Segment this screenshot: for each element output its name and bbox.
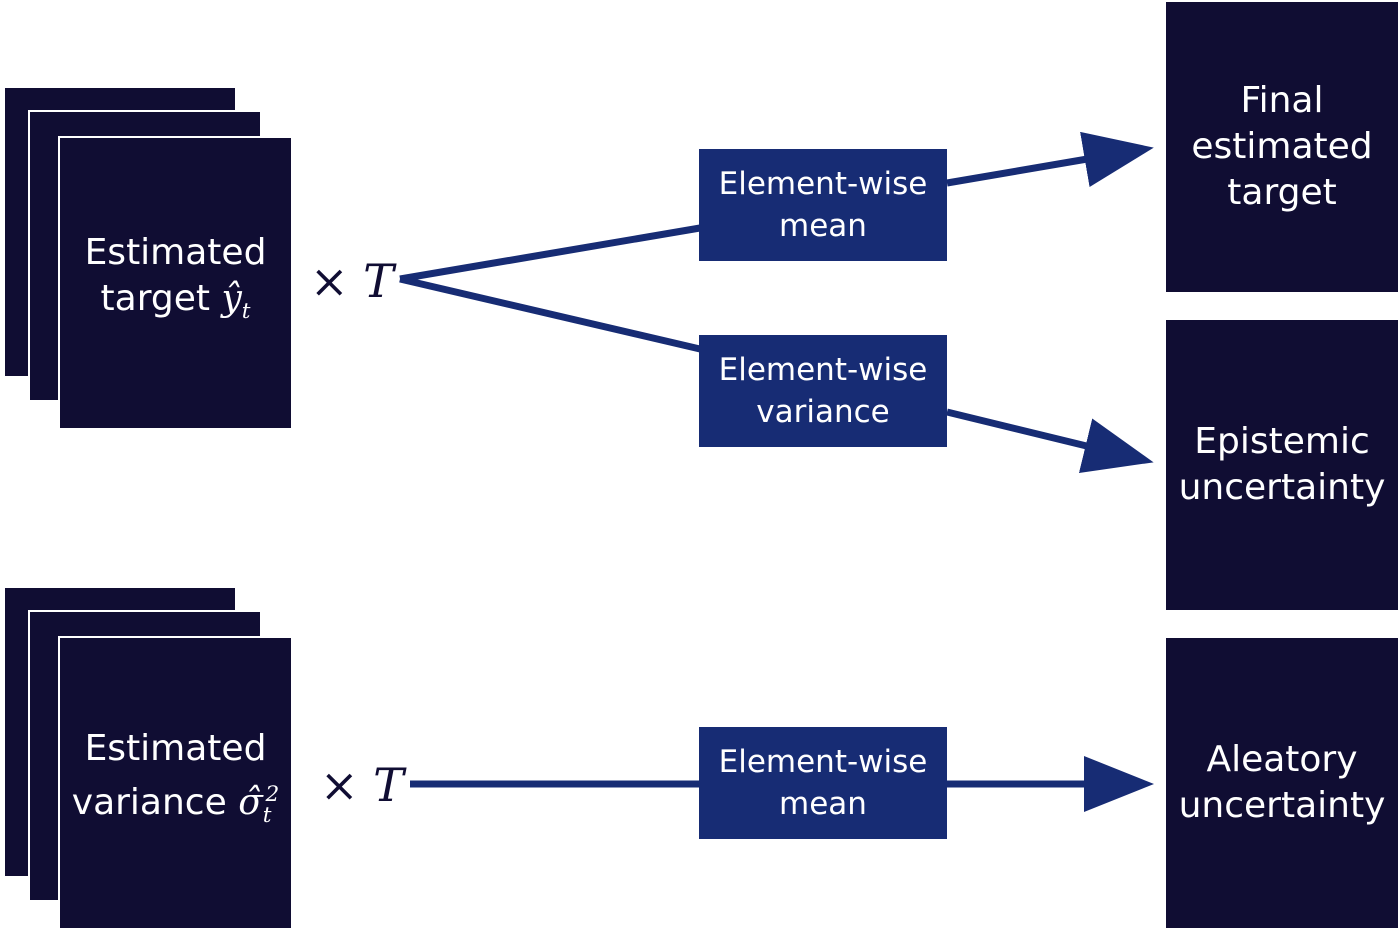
op-line1: Element-wise xyxy=(718,744,928,780)
aleatory-uncertainty-box: Aleatory uncertainty xyxy=(1166,638,1398,928)
target-multiplier: × T xyxy=(310,254,394,308)
estimated-target-label: Estimated target ŷt xyxy=(84,232,267,325)
arrow-target-to-variance xyxy=(399,275,701,353)
op-line1: Element-wise xyxy=(718,352,928,388)
element-wise-mean-bottom-box: Element-wise mean xyxy=(699,727,947,839)
variance-multiplier: × T xyxy=(320,758,404,812)
target-stack-card-front: Estimated target ŷt xyxy=(58,136,291,428)
arrow-target-to-mean xyxy=(399,224,701,283)
out-line1: Aleatory xyxy=(1206,739,1358,780)
out-line2: uncertainty xyxy=(1178,785,1386,826)
arrow-variance-to-epistemic xyxy=(946,408,1154,473)
final-estimated-target-box: Final estimated target xyxy=(1166,2,1398,292)
op-line1: Element-wise xyxy=(718,166,928,202)
out-line3: target xyxy=(1227,172,1337,213)
element-wise-mean-top-box: Element-wise mean xyxy=(699,149,947,261)
estimated-variance-label: Estimated variance σ̂t2 xyxy=(71,728,280,829)
variance-stack-card-front: Estimated variance σ̂t2 xyxy=(58,636,291,928)
out-line2: estimated xyxy=(1191,126,1373,167)
op-line2: mean xyxy=(779,208,867,244)
out-line1: Epistemic xyxy=(1194,421,1370,462)
out-line1: Final xyxy=(1240,80,1324,121)
op-line2: variance xyxy=(756,394,890,430)
op-line2: mean xyxy=(779,786,867,822)
epistemic-uncertainty-box: Epistemic uncertainty xyxy=(1166,320,1398,610)
element-wise-variance-box: Element-wise variance xyxy=(699,335,947,447)
out-line2: uncertainty xyxy=(1178,467,1386,508)
arrow-mean-to-final xyxy=(946,131,1154,188)
